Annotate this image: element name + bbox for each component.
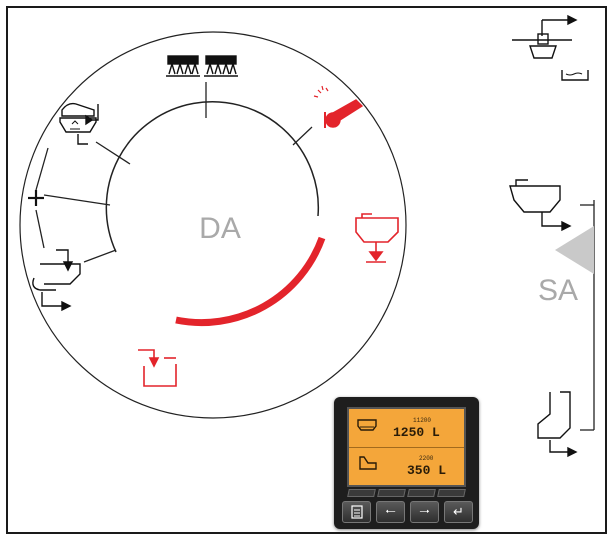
terminal-softkey-tabs [347, 489, 466, 497]
sa-label: SA [538, 274, 578, 307]
main-tank-volume: 1250 L [393, 425, 440, 440]
main-tank-fill-icon[interactable] [32, 249, 81, 312]
rinse-tank-volume: 350 L [407, 463, 447, 478]
chemical-inductor-icon[interactable] [59, 102, 99, 145]
arrow-right-icon: 🠂 [419, 504, 430, 519]
rinse-tank-capacity: 2200 [419, 455, 434, 462]
arrow-left-icon: 🠀 [385, 504, 396, 519]
menu-icon [350, 505, 363, 519]
main-tank-display-icon [357, 419, 377, 431]
selector-dial-outline [19, 31, 407, 419]
enter-button[interactable]: ↵ [444, 501, 473, 523]
rinse-tank-icon[interactable] [512, 14, 589, 81]
suction-tank-icon[interactable] [509, 179, 572, 232]
plus-icon[interactable] [28, 190, 44, 206]
tank-drain-icon[interactable] [355, 213, 399, 263]
terminal-buttons: 🠀 🠂 ↵ [342, 501, 473, 523]
terminal-display: 11200 1250 L 2200 350 L [347, 407, 466, 487]
sa-pointer-icon [555, 226, 594, 274]
diagram-frame [6, 6, 607, 534]
main-tank-capacity: 11200 [413, 417, 432, 424]
spray-gun-icon[interactable] [313, 85, 364, 128]
control-terminal: 11200 1250 L 2200 350 L 🠀 🠂 ↵ [334, 397, 479, 529]
boom-sections-icon[interactable] [166, 55, 238, 77]
right-arrow-button[interactable]: 🠂 [410, 501, 439, 523]
da-label: DA [199, 212, 241, 245]
active-flow-arc [175, 236, 326, 327]
enter-icon: ↵ [453, 504, 464, 519]
menu-button[interactable] [342, 501, 371, 523]
inner-arc [105, 101, 320, 253]
suction-drain-icon[interactable] [537, 391, 578, 458]
left-arrow-button[interactable]: 🠀 [376, 501, 405, 523]
rinse-tank-display-icon [359, 456, 377, 470]
tank-return-icon[interactable] [138, 349, 177, 387]
